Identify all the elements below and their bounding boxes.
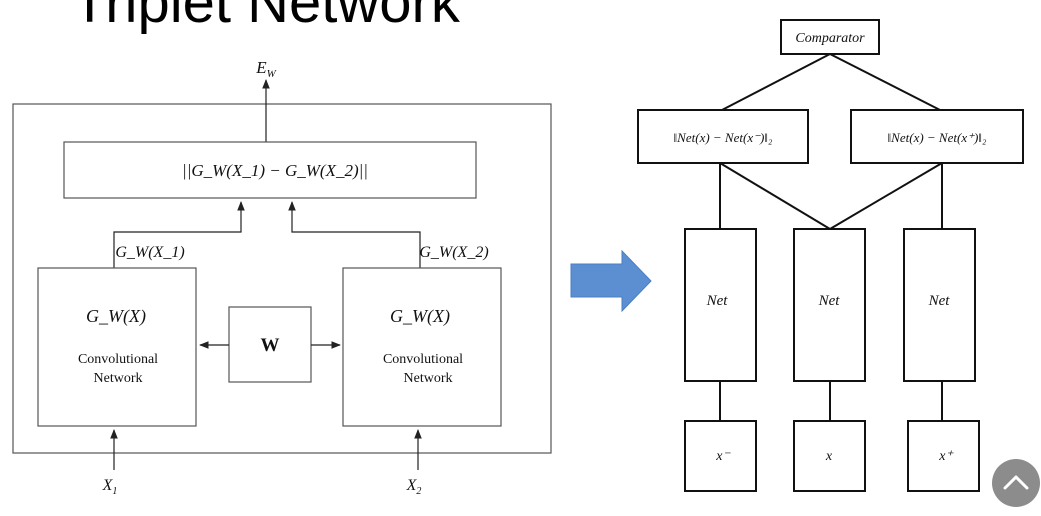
input-neg-label: x⁻ <box>715 449 731 464</box>
input-pos-label: x⁺ <box>938 449 954 464</box>
dist-pos-box <box>850 109 1024 164</box>
distance-label: ||G_W(X_1) − G_W(X_2)|| <box>182 161 368 180</box>
left-branch-label: G_W(X_1) <box>115 244 184 261</box>
left-net-line1: Convolutional <box>78 352 158 367</box>
chevron-up-icon <box>1003 475 1029 490</box>
scroll-to-top-button[interactable] <box>992 459 1040 507</box>
net-right-box <box>903 228 976 382</box>
transition-arrow <box>570 249 652 313</box>
outer-frame <box>12 103 552 454</box>
right-net-func: G_W(X) <box>390 306 450 327</box>
dist-neg-label: ‖Net(x) − Net(x⁻)‖₂ <box>674 130 773 145</box>
dist-neg-box <box>637 109 809 164</box>
input-anchor-label: x <box>825 449 833 464</box>
net-left-label: Net <box>706 293 729 309</box>
left-net-func: G_W(X) <box>86 306 146 327</box>
right-branch-label: G_W(X_2) <box>419 244 488 261</box>
comparator-label: Comparator <box>795 31 865 46</box>
triplet-diagram <box>637 19 1024 492</box>
right-net-line2: Network <box>404 371 453 386</box>
input-pos-box <box>907 420 980 492</box>
dist-pos-label: ‖Net(x) − Net(x⁺)‖₂ <box>888 130 987 145</box>
right-network-box <box>342 267 502 427</box>
distance-box <box>63 141 477 199</box>
left-network-box <box>37 267 197 427</box>
left-net-line2: Network <box>94 371 143 386</box>
siamese-diagram <box>12 79 552 470</box>
net-center-label: Net <box>818 293 841 309</box>
slide-title: Triplet Network <box>72 0 460 35</box>
input-neg-box <box>684 420 757 492</box>
net-right-label: Net <box>928 293 951 309</box>
right-input-label: X2 <box>406 477 422 497</box>
output-label: EW <box>255 58 276 80</box>
shared-weights-label: W <box>261 335 280 356</box>
input-anchor-box <box>793 420 866 492</box>
left-input-label: X1 <box>102 477 118 497</box>
right-net-line1: Convolutional <box>383 352 463 367</box>
